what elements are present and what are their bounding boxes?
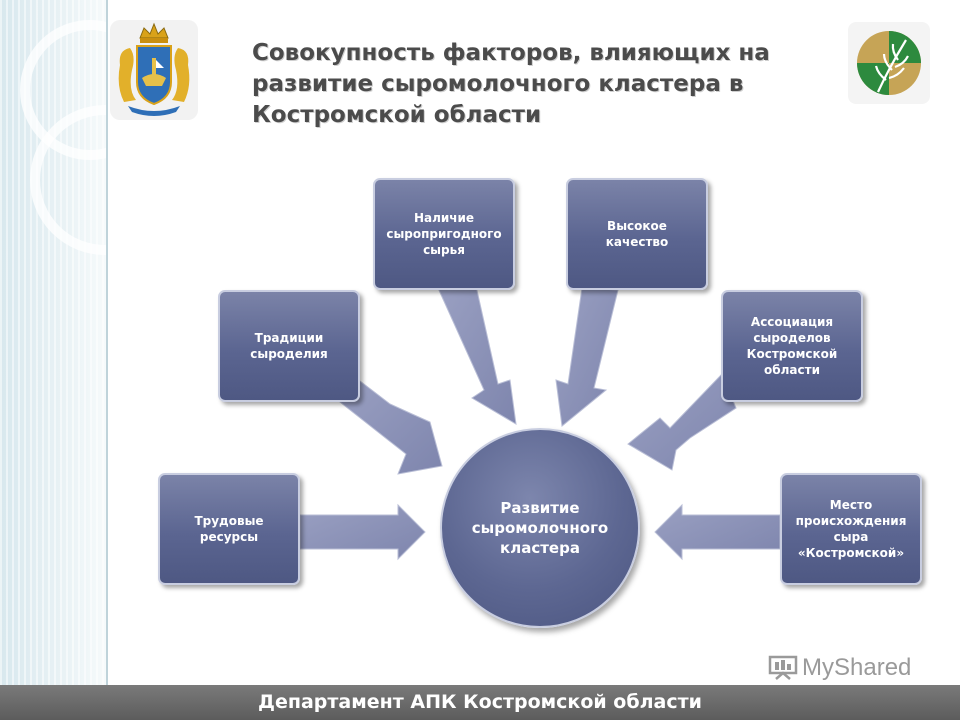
factor-traditions-box: Традиции сыроделия bbox=[218, 290, 360, 402]
center-circle: Развитие сыромолочного кластера bbox=[440, 428, 640, 628]
watermark-text: MyShared bbox=[802, 654, 912, 681]
factor-labor-box: Трудовые ресурсы bbox=[158, 473, 300, 585]
watermark: MyShared bbox=[768, 654, 911, 682]
arrow-quality bbox=[555, 287, 619, 427]
title-line-1: Совокупность факторов, влияющих на bbox=[252, 40, 770, 66]
factor-origin-label: Место происхождения сыра «Костромской» bbox=[795, 498, 907, 560]
factor-origin-box: Место происхождения сыра «Костромской» bbox=[780, 473, 922, 585]
title-line-3: Костромской области bbox=[252, 102, 542, 128]
footer-bar: Департамент АПК Костромской области bbox=[0, 685, 960, 720]
factor-quality-box: Высокое качество bbox=[566, 178, 708, 290]
factor-quality-label: Высокое качество bbox=[605, 219, 669, 249]
arrow-labor bbox=[299, 503, 426, 561]
title-line-2: развитие сыромолочного кластера в bbox=[252, 71, 744, 97]
footer-text: Департамент АПК Костромской области bbox=[258, 691, 702, 713]
factor-raw-box: Наличие сыропригодного сырья bbox=[373, 178, 515, 290]
factor-labor-label: Трудовые ресурсы bbox=[194, 514, 264, 544]
arrow-origin bbox=[654, 503, 781, 561]
presentation-board-icon bbox=[768, 655, 798, 680]
kostroma-coat-of-arms-icon bbox=[110, 20, 198, 120]
arrow-traditions bbox=[339, 377, 443, 475]
factor-traditions-label: Традиции сыроделия bbox=[250, 331, 328, 361]
factor-association-box: Ассоциация сыроделов Костромской области bbox=[721, 290, 863, 402]
arrow-association bbox=[627, 373, 737, 471]
left-decorative-strip bbox=[0, 0, 106, 720]
divider-line bbox=[106, 0, 108, 685]
center-label: Развитие сыромолочного кластера bbox=[471, 499, 609, 557]
factor-association-label: Ассоциация сыроделов Костромской области bbox=[746, 315, 838, 377]
factor-raw-label: Наличие сыропригодного сырья bbox=[386, 211, 502, 257]
arrow-raw bbox=[437, 285, 517, 425]
page-title: Совокупность факторов, влияющих на разви… bbox=[252, 38, 812, 131]
wheat-logo-icon bbox=[848, 22, 930, 104]
